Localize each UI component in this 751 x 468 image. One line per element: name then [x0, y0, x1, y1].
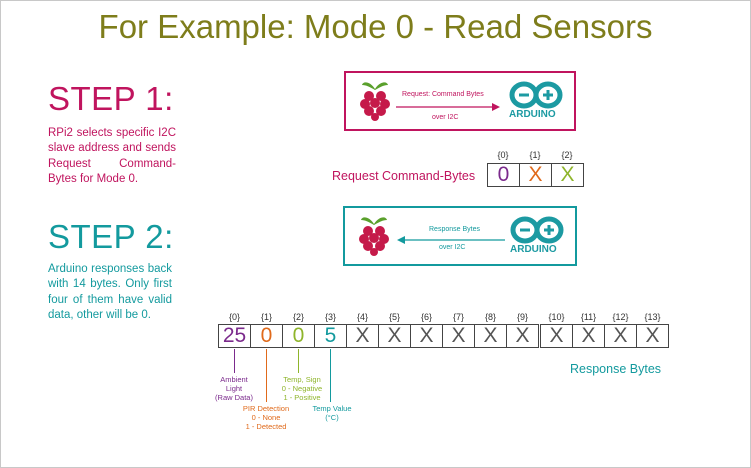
response-byte-cell: X: [378, 324, 411, 348]
request-command-bytes-label: Request Command-Bytes: [332, 169, 476, 183]
response-byte-index: {7}: [452, 312, 465, 322]
annotation-line: (°C): [325, 413, 339, 422]
temp-sign-annotation: Temp, Sign 0 - Negative 1 - Positive: [272, 375, 332, 402]
response-byte-cell: X: [604, 324, 637, 348]
response-byte-cell: 25: [218, 324, 251, 348]
step2-description: Arduino responses back with 14 bytes. On…: [48, 263, 172, 321]
response-byte-cell: 0: [282, 324, 315, 348]
arduino-logo-icon: [509, 81, 563, 109]
request-arrow-label: Request: Command Bytes: [402, 91, 484, 98]
annotation-line: 0 - None: [251, 413, 281, 422]
response-byte-index: {3}: [324, 312, 337, 322]
annotation-line: Light: [225, 384, 243, 393]
response-byte-cell: X: [410, 324, 443, 348]
response-byte-cell: X: [442, 324, 475, 348]
response-arrow-label: Response Bytes: [429, 226, 480, 233]
response-byte-index: {6}: [420, 312, 433, 322]
response-byte-cell: 5: [314, 324, 347, 348]
response-byte-cell: X: [474, 324, 507, 348]
raspberry-pi-icon: [360, 82, 390, 121]
response-byte-index: {13}: [644, 312, 661, 322]
response-byte-index: {9}: [516, 312, 529, 322]
command-byte-cell: X: [519, 163, 552, 187]
pir-detection-annotation: PIR Detection 0 - None 1 - Detected: [236, 404, 296, 431]
pir-leader-line: [266, 349, 267, 402]
annotation-line: 0 - Negative: [281, 384, 323, 393]
temp-leader-line: [330, 349, 331, 402]
step2-heading: STEP 2:: [48, 218, 174, 255]
response-byte-cell: X: [506, 324, 539, 348]
arduino-logo-icon: [510, 216, 564, 244]
response-byte-index: {10}: [548, 312, 565, 322]
annotation-line: (Raw Data): [215, 393, 253, 402]
ambient-light-annotation: Ambient Light (Raw Data): [210, 375, 258, 402]
response-byte-cell: X: [572, 324, 605, 348]
sign-leader-line: [298, 349, 299, 373]
response-bytes-label: Response Bytes: [570, 362, 662, 376]
arrow-right-icon: [396, 103, 500, 111]
raspberry-pi-icon: [359, 217, 389, 256]
annotation-line: 1 - Positive: [283, 393, 321, 402]
command-byte-cell: 0: [487, 163, 520, 187]
command-byte-cell: X: [551, 163, 584, 187]
step1-description: RPi2 selects specific I2C slave address …: [48, 127, 176, 185]
response-diagram-box: Response Bytes over I2C ARDUINO: [343, 206, 577, 266]
annotation-line: Temp, Sign: [283, 375, 321, 384]
response-byte-index: {12}: [612, 312, 629, 322]
slide-title: For Example: Mode 0 - Read Sensors: [98, 8, 653, 45]
command-byte-index: {2}: [561, 150, 573, 160]
annotation-line: Ambient: [220, 375, 248, 384]
arduino-wordmark: ARDUINO: [510, 244, 557, 255]
response-byte-index: {8}: [484, 312, 497, 322]
annotation-line: 1 - Detected: [245, 422, 287, 431]
response-byte-cell: 0: [250, 324, 283, 348]
arrow-left-icon: [397, 236, 505, 244]
ambient-leader-line: [234, 349, 235, 373]
response-byte-index: {2}: [292, 312, 305, 322]
response-byte-cell: X: [346, 324, 379, 348]
response-byte-cell: X: [540, 324, 573, 348]
request-diagram-box: Request: Command Bytes over I2C ARDUINO: [344, 71, 576, 131]
command-byte-index: {0}: [497, 150, 509, 160]
response-arrow-sublabel: over I2C: [439, 244, 466, 251]
temp-value-annotation: Temp Value (°C): [310, 404, 354, 422]
response-byte-index: {11}: [580, 312, 597, 322]
annotation-line: Temp Value: [312, 404, 352, 413]
step1-heading: STEP 1:: [48, 80, 174, 117]
response-byte-cell: X: [636, 324, 669, 348]
annotation-line: PIR Detection: [242, 404, 290, 413]
response-byte-index: {4}: [356, 312, 369, 322]
request-arrow-sublabel: over I2C: [432, 114, 459, 121]
response-byte-index: {1}: [260, 312, 273, 322]
arduino-wordmark: ARDUINO: [509, 109, 556, 120]
response-byte-index: {0}: [228, 312, 241, 322]
command-byte-index: {1}: [529, 150, 541, 160]
response-byte-index: {5}: [388, 312, 401, 322]
